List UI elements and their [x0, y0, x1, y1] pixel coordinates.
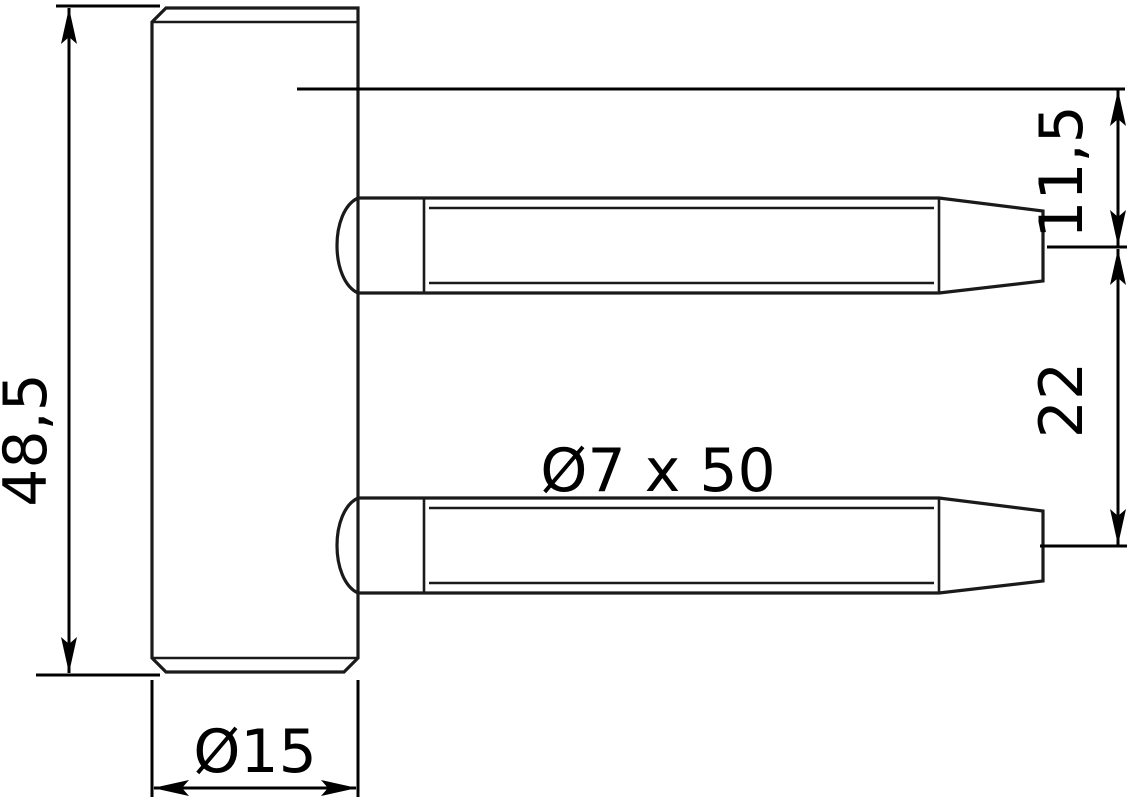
- pin-lower: [335, 496, 1045, 595]
- dimension-label-offset: 11,5: [1027, 105, 1097, 239]
- dimension-pin-spacing: 22: [1027, 249, 1127, 548]
- arrow-down-11-5: [1110, 210, 1126, 246]
- dimension-label-diameter: Ø15: [193, 717, 317, 787]
- dimension-body-diameter: Ø15: [150, 680, 360, 797]
- dimension-overall-height: 48,5: [0, 4, 160, 677]
- arrow-up-22: [1110, 249, 1126, 285]
- body-barrel: [150, 6, 360, 674]
- pin-spec-label: Ø7 x 50: [540, 436, 775, 506]
- arrow-left-d15: [153, 780, 189, 796]
- arrow-up-48-5: [61, 8, 77, 44]
- arrow-down-48-5: [61, 637, 77, 673]
- dimension-label-spacing: 22: [1027, 362, 1097, 438]
- arrow-right-d15: [321, 780, 357, 796]
- dimension-top-offset: 11,5: [1027, 90, 1127, 249]
- dimension-label-height: 48,5: [0, 373, 61, 507]
- pin-spec-label-group: Ø7 x 50: [540, 436, 775, 506]
- arrow-up-11-5: [1110, 90, 1126, 126]
- arrow-down-22: [1110, 509, 1126, 545]
- pin-upper: [335, 196, 1045, 295]
